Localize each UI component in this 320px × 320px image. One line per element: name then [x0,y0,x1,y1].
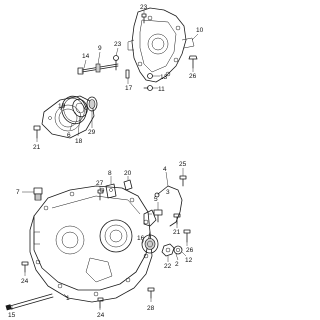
label-4: 4 [163,166,167,173]
callout-labels: 23 14 9 23 10 26 13 17 11 19 6 29 18 21 … [8,4,204,319]
label-13: 13 [160,74,168,81]
oil-seal-18 [72,98,88,118]
label-7: 7 [16,189,20,196]
label-26-upper: 26 [189,73,197,80]
label-14: 14 [82,53,90,60]
bolt-23-top [141,13,147,24]
label-23-top: 23 [140,4,148,11]
label-24-left: 24 [21,278,29,285]
breather-7 [33,187,43,201]
sensor-3-5 [143,209,163,227]
label-8: 8 [108,170,112,177]
bearing-29 [86,96,98,112]
label-28: 28 [147,305,155,312]
label-16: 16 [137,235,145,242]
label-21-upper: 21 [33,144,41,151]
label-22: 22 [164,263,172,270]
main-transmission-case [29,185,153,303]
label-20: 20 [124,170,132,177]
label-23-rod: 23 [114,41,122,48]
label-9: 9 [98,45,102,52]
bolt-24-left [21,261,29,273]
label-2: 2 [175,261,179,268]
label-15: 15 [8,312,16,319]
bolt-26-lower [183,229,191,243]
label-19: 19 [58,103,66,110]
bolt-27 [97,189,104,201]
label-10: 10 [196,27,204,34]
bracket-8 [105,183,117,199]
label-24-bottom: 24 [97,312,105,319]
bolt-24-bottom [97,297,104,309]
label-27: 27 [96,180,104,187]
label-18: 18 [75,138,83,145]
label-26-lower: 26 [186,247,194,254]
bolt-21-lower [173,213,181,225]
exploded-parts-diagram: 23 14 9 23 10 26 13 17 11 19 6 29 18 21 … [5,4,204,319]
snap-ring-6 [61,95,87,125]
shift-rod-assembly [77,55,119,75]
label-29: 29 [88,129,96,136]
bolt-26-upper [188,55,198,69]
upper-case-housing [127,7,195,83]
clip-20 [123,179,133,191]
label-21-lower: 21 [173,229,181,236]
label-17: 17 [125,85,133,92]
label-3: 3 [166,189,170,196]
label-25: 25 [179,161,187,168]
label-6: 6 [67,132,71,139]
label-5: 5 [154,196,158,203]
label-1: 1 [66,295,70,302]
label-12: 12 [185,257,193,264]
shaft-15 [5,293,54,311]
bolt-28 [147,287,155,299]
bolt-21-upper [33,125,41,139]
bearing-16 [141,234,159,254]
nut-22-washer-12 [161,243,183,257]
label-11: 11 [158,86,165,93]
bolt-25 [179,175,187,187]
leader-lines [11,10,199,310]
